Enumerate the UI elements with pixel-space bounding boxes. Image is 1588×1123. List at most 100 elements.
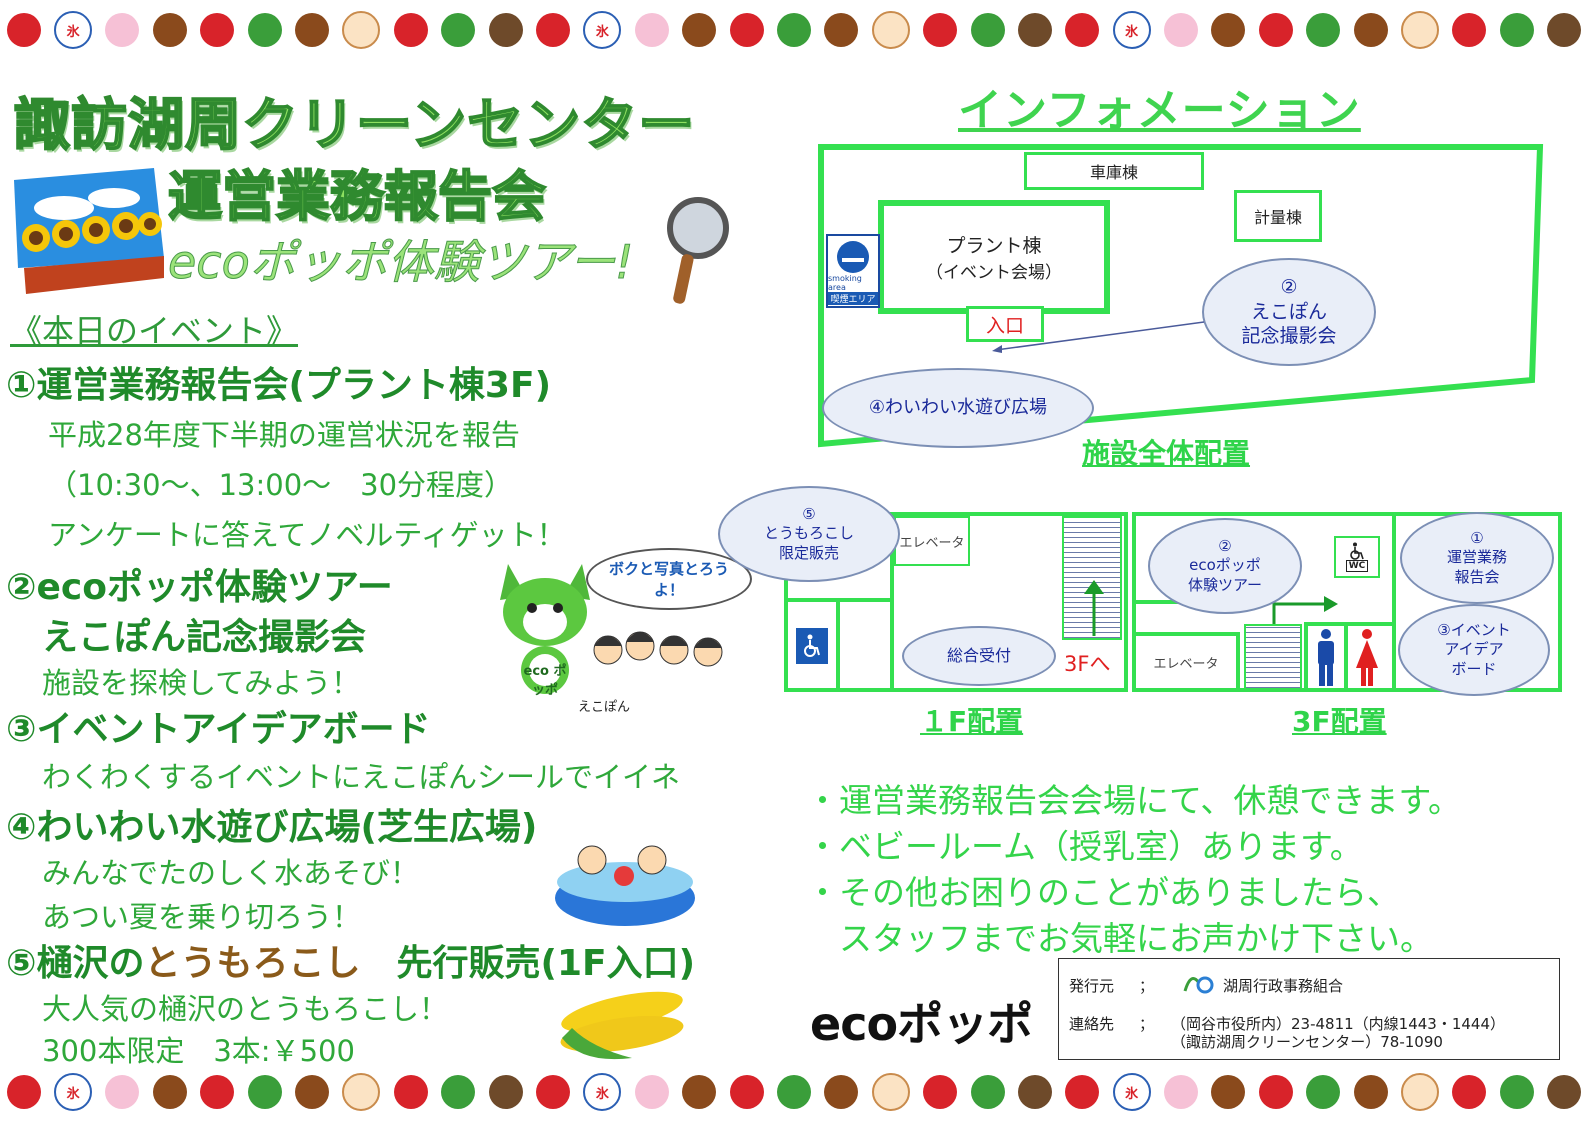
- lantern-icon: [393, 1075, 428, 1109]
- grilled-skewer-icon: [295, 1075, 330, 1109]
- cotton-candy-icon: [105, 1075, 140, 1109]
- event-4-title: ④わいわい水遊び広場(芝生広場): [6, 807, 538, 848]
- info-title: インフォメーション: [958, 85, 1361, 136]
- contact-line-2: （諏訪湖周クリーンセンター）78-1090: [1171, 1033, 1443, 1051]
- floor3-wall: [1132, 632, 1238, 636]
- mascot-icon: [500, 564, 590, 694]
- water-yoyo-icon: [1499, 1075, 1534, 1109]
- note-item: ・ベビールーム（授乳室）あります。: [806, 827, 1363, 866]
- publisher-info: 発行元 ； 湖周行政事務組合 連絡先 ； （岡谷市役所内）23-4811（内線1…: [1058, 958, 1560, 1060]
- grilled-skewer-icon: [824, 13, 859, 47]
- association-logo-icon: [1183, 976, 1214, 994]
- uchiwa-fan-icon: [247, 13, 282, 47]
- corn-icon: [560, 991, 684, 1060]
- sunflower-icon: [14, 168, 164, 294]
- mascot-name: えこぽん: [578, 700, 631, 715]
- scale-building: 計量棟: [1234, 190, 1322, 242]
- floor3-wall: [1304, 622, 1392, 626]
- floor1-elevator: エレベータ: [894, 516, 970, 566]
- bottom-decoration-border: 氷 氷 氷: [0, 1066, 1588, 1118]
- event-3-line: わくわくするイベントにえこぽんシールでイイネ: [42, 760, 681, 794]
- cotton-candy-icon: [1164, 1075, 1199, 1109]
- site-cloud-water-play: ④わいわい水遊び広場: [822, 368, 1094, 448]
- event-2-title: ②ecoポッポ体験ツアー: [6, 567, 393, 608]
- up-arrow-icon: [1084, 580, 1104, 636]
- children-illustration: [590, 620, 730, 680]
- floor3-wall: [1236, 632, 1240, 692]
- mascot-speech-bubble: ボクと写真とろうよ！: [586, 548, 752, 610]
- event-5-title-suffix: 先行販売(1F入口): [360, 943, 696, 984]
- floor3-stairs: [1244, 624, 1302, 690]
- smoking-area-jp: 喫煙エリア: [828, 292, 878, 305]
- shaved-ice-flag-icon: 氷: [583, 1073, 622, 1111]
- water-yoyo-icon: [441, 13, 476, 47]
- floor1-wall: [836, 598, 840, 692]
- corn-illustration: [552, 978, 692, 1064]
- candy-apple-icon: [729, 1075, 764, 1109]
- takoyaki-icon: [1547, 1075, 1582, 1109]
- paper-fan-icon: [1065, 13, 1100, 47]
- paper-fan-icon: [6, 13, 41, 47]
- mascot-ekopon: [490, 556, 600, 696]
- accessible-toilet-icon: [796, 628, 828, 664]
- event-3-title: ③イベントアイデアボード: [6, 709, 431, 750]
- plant-building-sub: （イベント会場）: [926, 263, 1062, 283]
- event-4-line: あつい夏を乗り切ろう！: [42, 900, 362, 934]
- lantern-icon: [923, 13, 958, 47]
- magnifier-illustration: [664, 196, 730, 306]
- garage-building: 車庫棟: [1024, 152, 1204, 190]
- event-1-line: アンケートに答えてノベルティゲット！: [48, 518, 566, 552]
- candy-apple-icon: [200, 13, 235, 47]
- festival-mask-icon: [1401, 11, 1440, 49]
- event-4-line: みんなでたのしく水あそび！: [42, 856, 420, 890]
- note-item: ・運営業務報告会会場にて、休憩できます。: [806, 781, 1462, 820]
- candy-apple-icon: [1258, 13, 1293, 47]
- floor1-stairs: [1062, 516, 1122, 640]
- paper-fan-icon: [6, 1075, 41, 1109]
- mens-toilet-icon: [1318, 629, 1334, 686]
- uchiwa-fan-icon: [247, 1075, 282, 1109]
- sub-title: 運営業務報告会: [167, 164, 547, 229]
- shaved-ice-flag-icon: 氷: [1112, 11, 1151, 49]
- okonomiyaki-icon: [682, 13, 717, 47]
- floor3-elevator: エレベータ: [1153, 656, 1219, 672]
- takoyaki-icon: [1547, 13, 1582, 47]
- event-1-title: ①運営業務報告会(プラント棟3F): [6, 365, 552, 406]
- lantern-icon: [1452, 1075, 1487, 1109]
- shaved-ice-flag-icon: 氷: [54, 11, 93, 49]
- floor3-wall: [1344, 622, 1348, 692]
- tour-title: ecoポッポ体験ツアー!: [167, 235, 634, 290]
- event-1-line: （10:30～、13:00～ 30分程度）: [48, 468, 514, 502]
- pool-illustration: [552, 838, 698, 930]
- cotton-candy-icon: [105, 13, 140, 47]
- uchiwa-fan-icon: [776, 1075, 811, 1109]
- candy-apple-icon: [200, 1075, 235, 1109]
- event-5-title: ⑤樋沢のとうもろこし 先行販売(1F入口): [6, 934, 695, 986]
- festival-mask-icon: [871, 1073, 910, 1111]
- festival-mask-icon: [871, 11, 910, 49]
- lantern-icon: [393, 13, 428, 47]
- event-1-line: 平成28年度下半期の運営状況を報告: [48, 418, 520, 452]
- floor1-cloud-reception: 総合受付: [902, 626, 1056, 686]
- contact-label: 連絡先: [1069, 1015, 1115, 1033]
- grilled-skewer-icon: [1353, 13, 1388, 47]
- event-2-line: 施設を探検してみよう！: [42, 666, 361, 700]
- uchiwa-fan-icon: [1306, 13, 1341, 47]
- children-icon: [593, 631, 723, 667]
- top-decoration-border: 氷 氷 氷: [0, 4, 1588, 56]
- lantern-icon: [1452, 13, 1487, 47]
- paper-fan-icon: [535, 1075, 570, 1109]
- arrow-to-entrance: [992, 321, 1205, 353]
- pool-icon: [555, 845, 695, 926]
- floor3-wc: WC: [1334, 536, 1380, 578]
- notes-list: ・運営業務報告会会場にて、休憩できます。 ・ベビールーム（授乳室）あります。 ・…: [806, 778, 1461, 962]
- contact-separator: ；: [1139, 1015, 1155, 1033]
- floor3-cloud-report: ① 運営業務 報告会: [1400, 512, 1554, 604]
- womens-toilet-icon: [1356, 629, 1378, 686]
- contact-line-1: （岡谷市役所内）23-4811（内線1443・1444）: [1171, 1015, 1506, 1033]
- site-map-outline: [818, 144, 1544, 448]
- okonomiyaki-icon: [152, 1075, 187, 1109]
- event-5-line: 300本限定 3本:￥500: [42, 1034, 355, 1068]
- okonomiyaki-icon: [682, 1075, 717, 1109]
- takoyaki-icon: [1017, 1075, 1052, 1109]
